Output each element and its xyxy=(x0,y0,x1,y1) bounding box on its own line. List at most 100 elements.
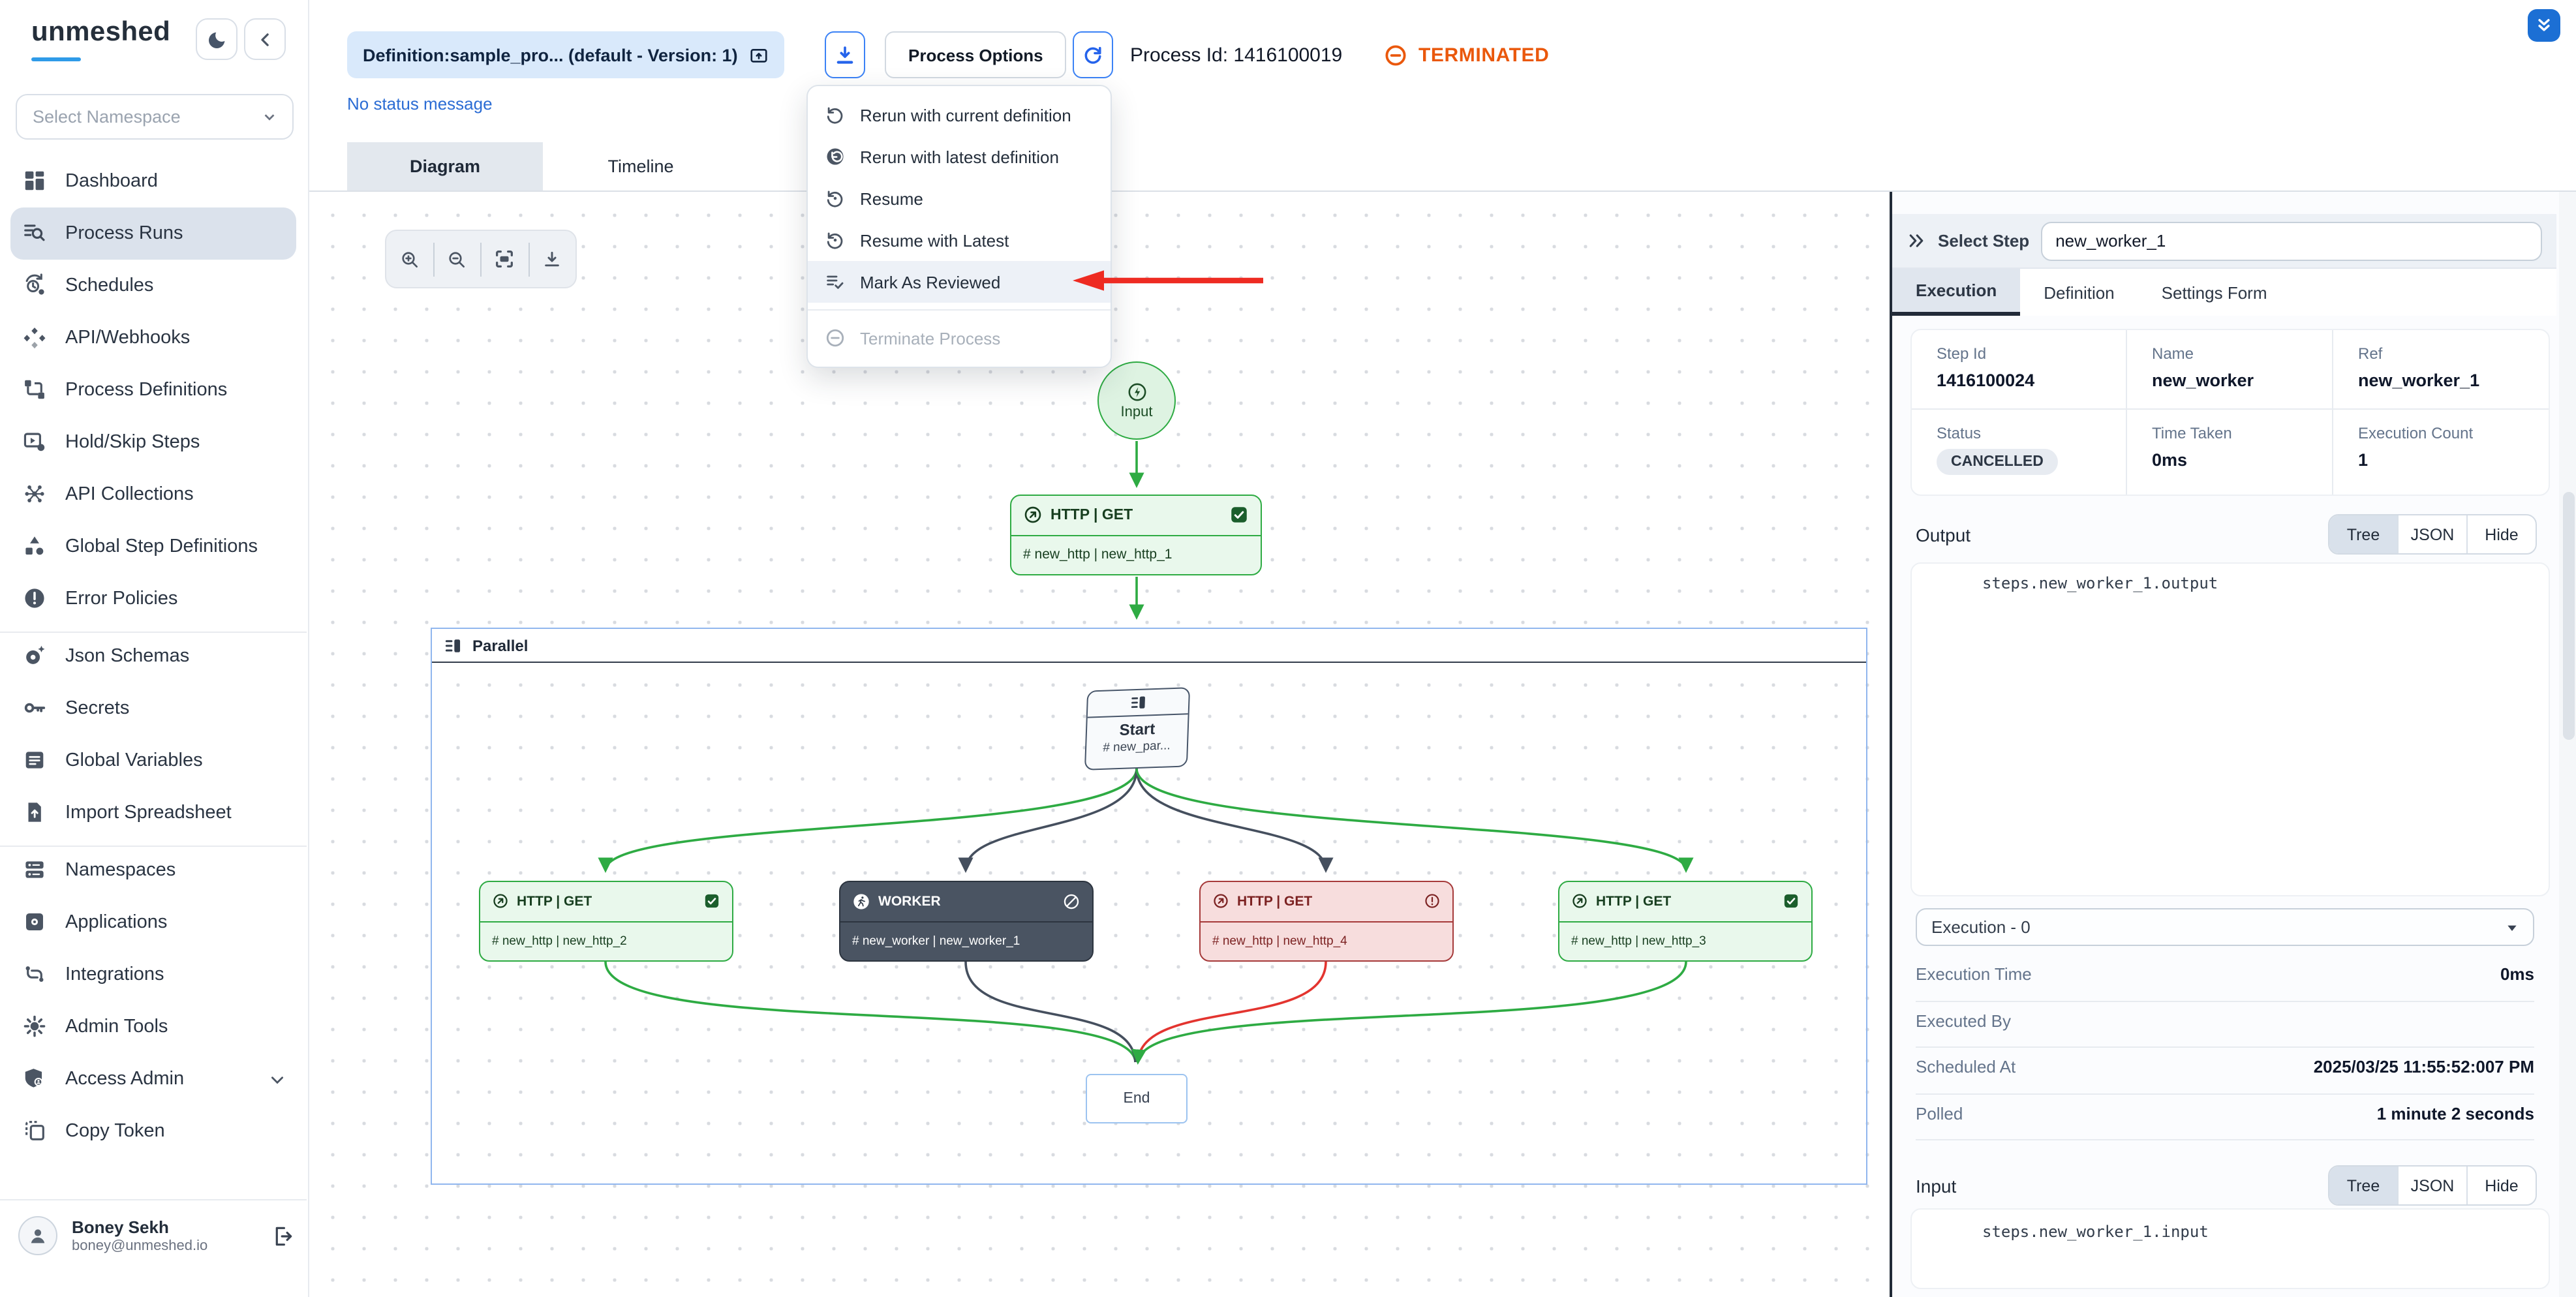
sidebar-divider xyxy=(0,1199,307,1200)
user-profile[interactable]: Boney Sekh boney@unmeshed.io xyxy=(18,1216,295,1255)
execution-select[interactable]: Execution - 0 xyxy=(1916,908,2534,946)
menu-separator xyxy=(808,309,1111,311)
api-collections-icon xyxy=(22,481,48,508)
sidebar-item-label: Applications xyxy=(65,912,167,933)
menu-item-terminate-process[interactable]: Terminate Process xyxy=(808,317,1111,359)
sidebar-item-applications[interactable]: Applications xyxy=(0,896,307,949)
tab-execution[interactable]: Execution xyxy=(1892,269,2020,316)
menu-item-label: Terminate Process xyxy=(860,328,1000,348)
sidebar-item-label: Json Schemas xyxy=(65,646,189,667)
sidebar-item-process-runs[interactable]: Process Runs xyxy=(10,207,296,260)
end-node[interactable]: End xyxy=(1086,1074,1188,1123)
execution-count-value: 1 xyxy=(2358,450,2549,470)
sidebar-item-dashboard[interactable]: Dashboard xyxy=(0,155,307,207)
sidebar-item-api-collections[interactable]: API Collections xyxy=(0,468,307,521)
menu-item-mark-as-reviewed[interactable]: Mark As Reviewed xyxy=(808,261,1111,303)
menu-item-rerun-current[interactable]: Rerun with current definition xyxy=(808,94,1111,136)
sidebar-item-global-variables[interactable]: Global Variables xyxy=(0,735,307,787)
select-step-input[interactable] xyxy=(2041,221,2542,260)
tab-timeline[interactable]: Timeline xyxy=(543,142,739,191)
output-tree-card: steps.new_worker_1.output xyxy=(1910,562,2550,896)
process-runs-icon xyxy=(22,221,48,247)
input-path[interactable]: steps.new_worker_1.input xyxy=(1912,1210,2549,1241)
refresh-button[interactable] xyxy=(1073,31,1113,78)
logout-icon[interactable] xyxy=(270,1223,295,1248)
menu-item-resume-with-latest[interactable]: Resume with Latest xyxy=(808,219,1111,261)
scrollbar-thumb[interactable] xyxy=(2562,492,2574,740)
user-name: Boney Sekh xyxy=(72,1217,207,1237)
panel-scrollbar[interactable] xyxy=(2559,192,2576,1297)
step-node-new-http-1[interactable]: HTTP | GET # new_http | new_http_1 xyxy=(1010,495,1262,575)
end-node-label: End xyxy=(1124,1091,1150,1106)
annotation-arrow xyxy=(1070,269,1266,292)
chevron-down-icon xyxy=(269,1071,286,1088)
menu-item-resume[interactable]: Resume xyxy=(808,177,1111,219)
step-details-panel: Select Step Execution Definition Setting… xyxy=(1890,192,2576,1297)
sidebar-item-label: Hold/Skip Steps xyxy=(65,432,200,453)
download-diagram-button[interactable] xyxy=(529,231,575,287)
zoom-out-button[interactable] xyxy=(434,231,480,287)
tab-settings-form[interactable]: Settings Form xyxy=(2138,269,2291,316)
output-tree-button[interactable]: Tree xyxy=(2329,515,2397,553)
check-square-icon xyxy=(703,893,720,910)
process-options-label: Process Options xyxy=(908,45,1043,65)
http-icon xyxy=(1571,893,1588,910)
sidebar: unmeshed Select Namespace Dashboard Proc… xyxy=(0,0,309,1297)
definition-pill-button[interactable]: Definition:sample_pro... (default - Vers… xyxy=(347,31,785,78)
sidebar-item-label: Dashboard xyxy=(65,171,158,192)
sidebar-item-label: API/Webhooks xyxy=(65,328,190,348)
rerun-menu-button[interactable] xyxy=(825,31,865,78)
sidebar-item-hold-skip-steps[interactable]: Hold/Skip Steps xyxy=(0,416,307,468)
history-icon xyxy=(825,230,846,251)
theme-toggle-button[interactable] xyxy=(196,18,238,60)
fit-view-button[interactable] xyxy=(482,231,528,287)
sidebar-item-namespaces[interactable]: Namespaces xyxy=(0,844,307,896)
notifications-badge[interactable] xyxy=(2528,9,2560,42)
step-title: HTTP | GET xyxy=(517,894,592,909)
start-node-title: Start xyxy=(1119,720,1156,739)
output-hide-button[interactable]: Hide xyxy=(2466,515,2536,553)
sidebar-item-admin-tools[interactable]: Admin Tools xyxy=(0,1001,307,1053)
tab-diagram[interactable]: Diagram xyxy=(347,142,543,191)
sidebar-item-secrets[interactable]: Secrets xyxy=(0,682,307,735)
sidebar-item-schedules[interactable]: Schedules xyxy=(0,260,307,312)
list-check-icon xyxy=(825,271,846,292)
input-node[interactable]: Input xyxy=(1097,361,1176,440)
sidebar-item-api-webhooks[interactable]: API/Webhooks xyxy=(0,312,307,364)
input-hide-button[interactable]: Hide xyxy=(2466,1167,2536,1204)
sidebar-item-process-definitions[interactable]: Process Definitions xyxy=(0,364,307,416)
sidebar-item-import-spreadsheet[interactable]: Import Spreadsheet xyxy=(0,787,307,839)
polled-value: 1 minute 2 seconds xyxy=(2377,1104,2534,1123)
process-options-button[interactable]: Process Options xyxy=(885,31,1067,78)
sidebar-item-copy-token[interactable]: Copy Token xyxy=(0,1105,307,1157)
sidebar-collapse-button[interactable] xyxy=(244,18,286,60)
input-json-button[interactable]: JSON xyxy=(2397,1167,2466,1204)
output-path[interactable]: steps.new_worker_1.output xyxy=(1912,564,2549,592)
input-tree-button[interactable]: Tree xyxy=(2329,1167,2397,1204)
sidebar-item-error-policies[interactable]: Error Policies xyxy=(0,573,307,625)
step-node-new-worker-1[interactable]: WORKER # new_worker | new_worker_1 xyxy=(839,881,1094,962)
open-definition-icon xyxy=(750,45,769,65)
zoom-in-button[interactable] xyxy=(386,231,433,287)
output-json-button[interactable]: JSON xyxy=(2397,515,2466,553)
sidebar-item-label: Error Policies xyxy=(65,588,177,609)
parallel-start-node[interactable]: Start # new_par... xyxy=(1084,687,1190,771)
step-node-new-http-4[interactable]: HTTP | GET # new_http | new_http_4 xyxy=(1199,881,1454,962)
sidebar-item-access-admin[interactable]: Access Admin xyxy=(0,1053,307,1105)
step-node-new-http-3[interactable]: HTTP | GET # new_http | new_http_3 xyxy=(1558,881,1813,962)
check-square-icon xyxy=(1783,893,1800,910)
double-chevron-right-icon[interactable] xyxy=(1907,231,1926,251)
namespace-select[interactable]: Select Namespace xyxy=(16,94,294,140)
sidebar-item-integrations[interactable]: Integrations xyxy=(0,949,307,1001)
tab-definition[interactable]: Definition xyxy=(2020,269,2138,316)
sidebar-item-global-step-definitions[interactable]: Global Step Definitions xyxy=(0,521,307,573)
check-square-icon xyxy=(1229,506,1249,525)
step-node-new-http-2[interactable]: HTTP | GET # new_http | new_http_2 xyxy=(479,881,733,962)
menu-item-rerun-latest[interactable]: Rerun with latest definition xyxy=(808,136,1111,177)
http-icon xyxy=(1023,506,1043,525)
executed-by-label: Executed By xyxy=(1916,1011,2011,1031)
step-title: HTTP | GET xyxy=(1050,508,1133,523)
sidebar-item-json-schemas[interactable]: Json Schemas xyxy=(0,630,307,682)
sidebar-item-label: Integrations xyxy=(65,964,164,985)
